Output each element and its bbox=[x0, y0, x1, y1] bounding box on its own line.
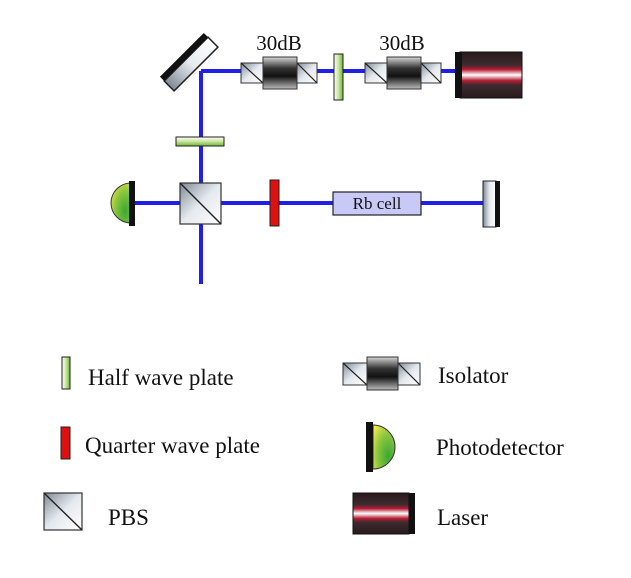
isolator-2 bbox=[364, 56, 442, 90]
legend-pbs-label: PBS bbox=[108, 505, 149, 530]
beam-path bbox=[133, 69, 483, 284]
legend-quarter-wave-plate-label: Quarter wave plate bbox=[85, 433, 260, 458]
quarter-wave-plate bbox=[269, 179, 280, 227]
isolator-2-label: 30dB bbox=[379, 31, 425, 55]
mirror-top-left bbox=[159, 32, 219, 92]
half-wave-plate-vertical bbox=[175, 136, 225, 147]
legend-laser-icon bbox=[352, 492, 415, 535]
photodetector bbox=[110, 181, 135, 226]
isolator-1-label: 30dB bbox=[256, 31, 302, 55]
mirror-right bbox=[482, 180, 500, 228]
isolator-1 bbox=[240, 56, 318, 90]
legend-quarter-wave-plate-icon bbox=[60, 426, 71, 460]
legend-half-wave-plate-icon bbox=[61, 356, 71, 390]
pbs-cube bbox=[179, 182, 222, 225]
half-wave-plate-top bbox=[333, 53, 344, 101]
legend-isolator-icon bbox=[342, 356, 421, 391]
rb-cell: Rb cell bbox=[332, 191, 422, 216]
legend-laser-label: Laser bbox=[437, 505, 489, 530]
legend-photodetector-icon bbox=[366, 422, 396, 472]
legend-half-wave-plate-label: Half wave plate bbox=[88, 365, 234, 390]
laser bbox=[455, 51, 523, 99]
legend-isolator-label: Isolator bbox=[438, 363, 509, 388]
legend-pbs-icon bbox=[43, 492, 83, 531]
legend-photodetector-label: Photodetector bbox=[436, 435, 564, 460]
rb-cell-label: Rb cell bbox=[353, 194, 402, 213]
